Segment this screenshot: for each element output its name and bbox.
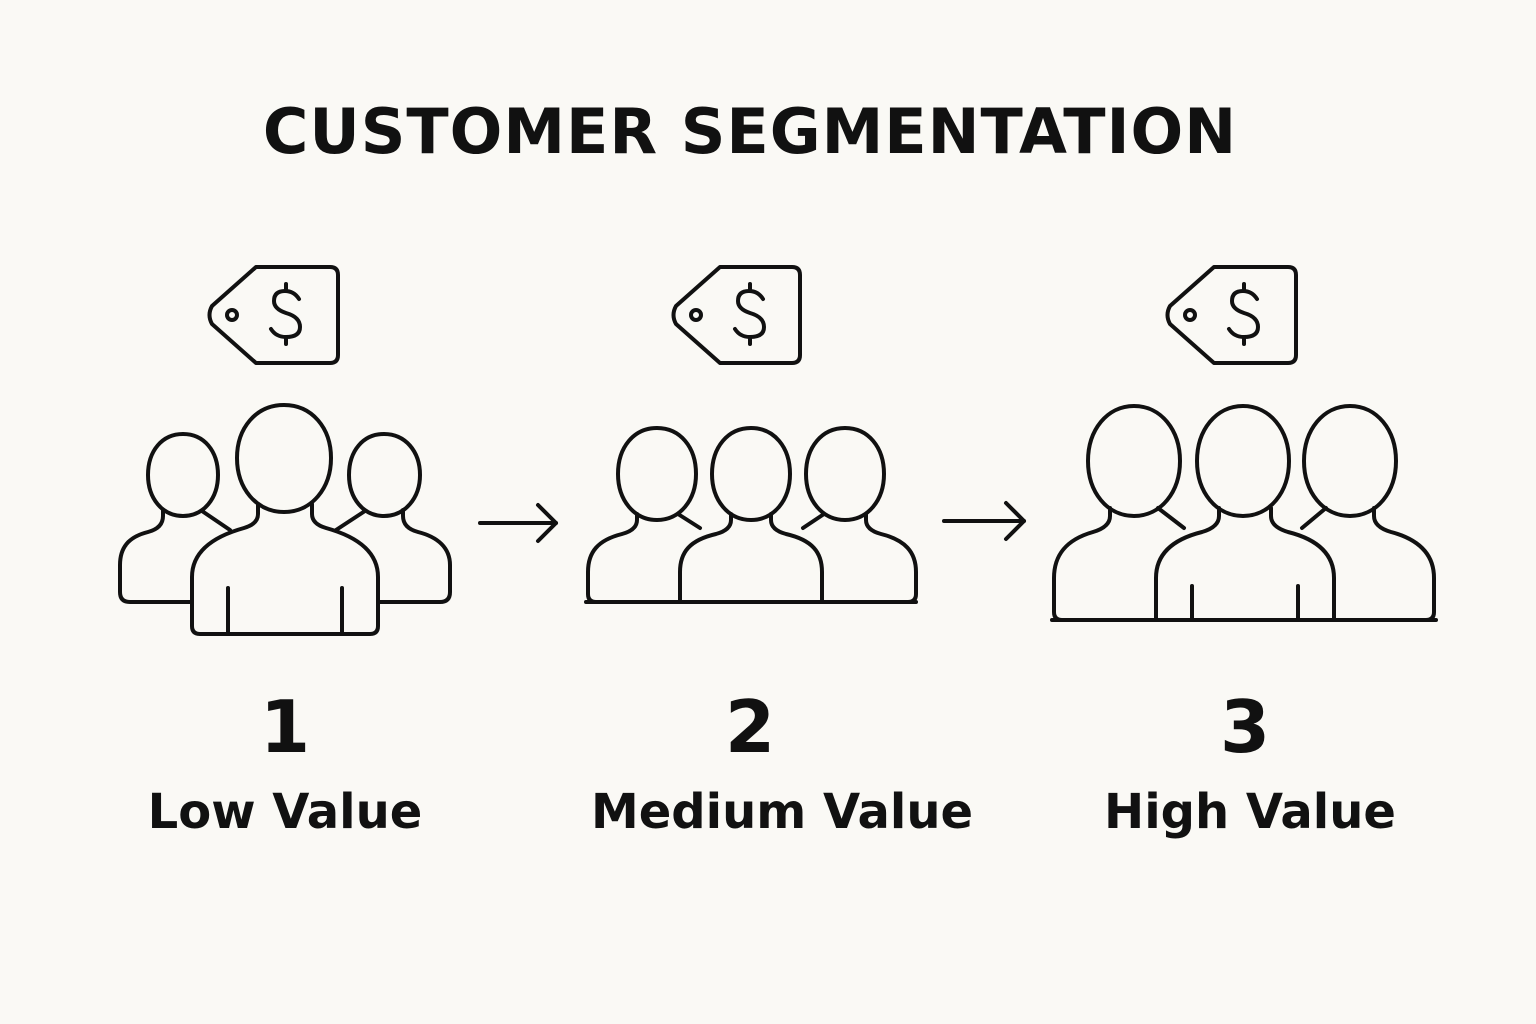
segment-1 — [118, 265, 452, 636]
segment-3 — [1050, 265, 1438, 622]
customer-group-icon — [1050, 404, 1438, 622]
segment-1-label: Low Value — [147, 784, 423, 840]
price-tag-dollar-icon — [1165, 265, 1298, 365]
segment-2-label: Medium Value — [590, 784, 974, 840]
diagram-title: CUSTOMER SEGMENTATION — [262, 95, 1238, 168]
segment-3-label: High Value — [1104, 784, 1396, 840]
arrow-right-icon — [942, 501, 1026, 541]
segment-2-number: 2 — [724, 685, 776, 769]
segment-1-number: 1 — [259, 685, 311, 769]
customer-group-icon — [118, 403, 452, 636]
price-tag-dollar-icon — [671, 265, 802, 365]
customer-group-icon — [584, 426, 918, 604]
segment-2 — [584, 265, 918, 604]
price-tag-dollar-icon — [207, 265, 340, 365]
arrow-right-icon — [478, 503, 558, 543]
segment-3-number: 3 — [1219, 685, 1271, 769]
